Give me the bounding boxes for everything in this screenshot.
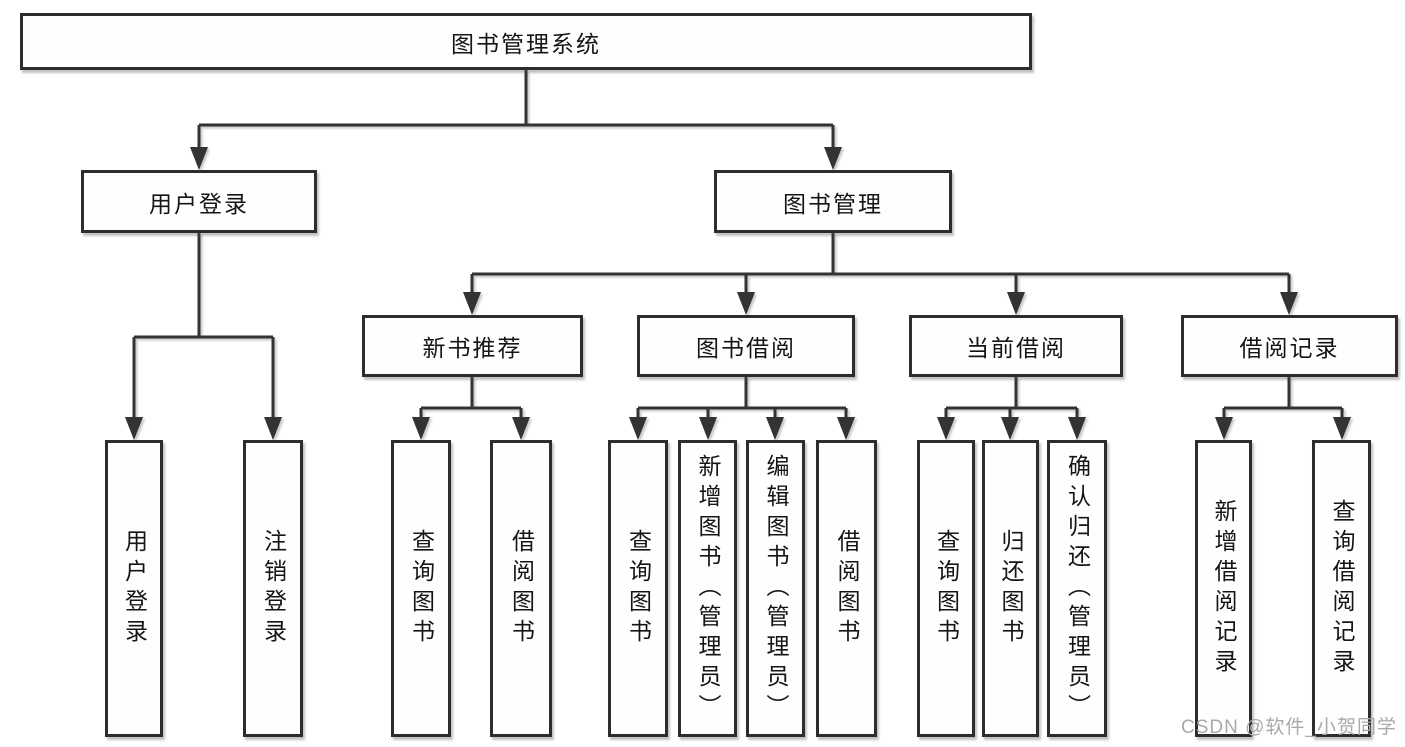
node-leaf-query-books-current: 查询图书 bbox=[917, 440, 975, 737]
node-root-system: 图书管理系统 bbox=[20, 13, 1032, 70]
node-label: 查询图书 bbox=[408, 528, 435, 649]
node-label: 图书借阅 bbox=[696, 335, 796, 361]
connector-user-login-to-leaves bbox=[125, 233, 282, 440]
node-user-login: 用户登录 bbox=[81, 170, 317, 233]
node-label: 用户登录 bbox=[121, 528, 148, 649]
node-label: 归还图书 bbox=[998, 528, 1024, 649]
node-label: 新书推荐 bbox=[422, 335, 523, 361]
connector-current-borrow-to-leaves bbox=[937, 377, 1086, 440]
node-leaf-add-books-admin: 新增图书（管理员） bbox=[678, 440, 737, 737]
watermark-text: CSDN @软件_小贺同学 bbox=[1181, 717, 1397, 738]
node-label: 当前借阅 bbox=[966, 335, 1066, 361]
connector-book-borrow-to-leaves bbox=[629, 377, 855, 440]
node-label: 查询图书 bbox=[933, 528, 960, 649]
node-leaf-query-books-recommend: 查询图书 bbox=[391, 440, 451, 737]
node-leaf-logout: 注销登录 bbox=[243, 440, 303, 737]
node-leaf-query-borrow-record: 查询借阅记录 bbox=[1312, 440, 1371, 737]
node-label: 确认归还（管理员） bbox=[1064, 453, 1091, 724]
node-label: 新增图书（管理员） bbox=[695, 453, 721, 724]
node-leaf-add-borrow-record: 新增借阅记录 bbox=[1195, 440, 1252, 737]
connector-borrow-records-to-leaves bbox=[1215, 377, 1351, 440]
node-leaf-borrow-books: 借阅图书 bbox=[816, 440, 877, 737]
connector-root-to-level2 bbox=[190, 70, 842, 170]
node-borrow-records: 借阅记录 bbox=[1181, 315, 1398, 377]
node-label: 查询借阅记录 bbox=[1329, 498, 1355, 679]
node-label: 新增借阅记录 bbox=[1211, 498, 1237, 679]
node-new-book-recommend: 新书推荐 bbox=[362, 315, 583, 377]
connector-book-management-to-level3 bbox=[463, 233, 1298, 315]
node-label: 图书管理系统 bbox=[451, 30, 601, 57]
node-leaf-confirm-return-admin: 确认归还（管理员） bbox=[1047, 440, 1107, 737]
node-book-borrow: 图书借阅 bbox=[637, 315, 855, 377]
node-label: 借阅图书 bbox=[508, 528, 535, 649]
node-leaf-user-login: 用户登录 bbox=[105, 440, 163, 737]
node-label: 查询图书 bbox=[625, 528, 652, 649]
node-label: 图书管理 bbox=[783, 190, 883, 217]
node-label: 编辑图书（管理员） bbox=[763, 453, 789, 724]
node-label: 用户登录 bbox=[149, 190, 249, 217]
node-leaf-edit-books-admin: 编辑图书（管理员） bbox=[746, 440, 805, 737]
node-label: 借阅记录 bbox=[1239, 335, 1340, 361]
node-label: 借阅图书 bbox=[834, 528, 860, 649]
node-book-management: 图书管理 bbox=[714, 170, 952, 233]
node-current-borrow: 当前借阅 bbox=[909, 315, 1123, 377]
node-leaf-borrow-books-recommend: 借阅图书 bbox=[490, 440, 552, 737]
node-leaf-query-books-borrow: 查询图书 bbox=[608, 440, 668, 737]
node-leaf-return-books: 归还图书 bbox=[982, 440, 1039, 737]
node-label: 注销登录 bbox=[260, 528, 287, 649]
connector-recommend-to-leaves bbox=[412, 377, 530, 440]
